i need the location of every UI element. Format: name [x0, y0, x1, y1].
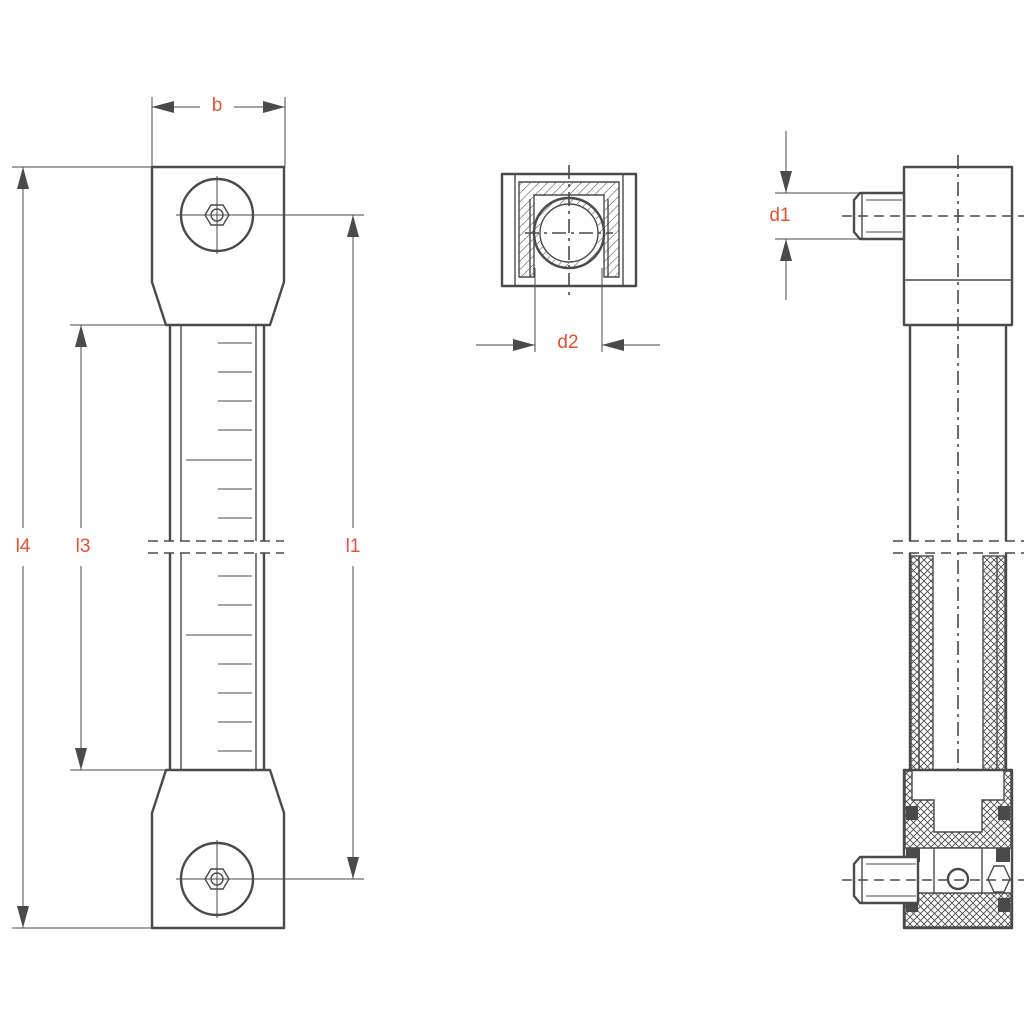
tube-wall-right — [982, 555, 1006, 771]
dimension-d2 — [476, 268, 660, 352]
break-lines — [148, 540, 285, 554]
dimension-l3 — [70, 324, 166, 771]
dimension-d1 — [775, 131, 860, 300]
dimension-l4 — [12, 166, 152, 929]
graduation-scale — [186, 342, 252, 752]
hatched-channel — [518, 181, 620, 278]
label-d1: d1 — [769, 205, 790, 226]
bottom-mounting-block — [150, 768, 286, 930]
dimension-labels: b l4 l3 l1 d2 d1 — [16, 95, 791, 557]
label-l3: l3 — [76, 536, 91, 557]
side-bottom-block — [902, 768, 1014, 930]
label-d2: d2 — [557, 332, 578, 353]
side-view — [775, 131, 1024, 930]
bottom-stud — [852, 855, 920, 905]
label-b: b — [212, 95, 223, 116]
dimension-l1 — [253, 214, 364, 880]
label-l1: l1 — [346, 536, 361, 557]
tube-wall-left — [910, 555, 934, 771]
top-mounting-block — [150, 165, 286, 327]
top-section-view — [476, 165, 660, 352]
dimension-b — [151, 97, 286, 167]
front-view — [12, 97, 364, 930]
label-l4: l4 — [16, 536, 31, 557]
